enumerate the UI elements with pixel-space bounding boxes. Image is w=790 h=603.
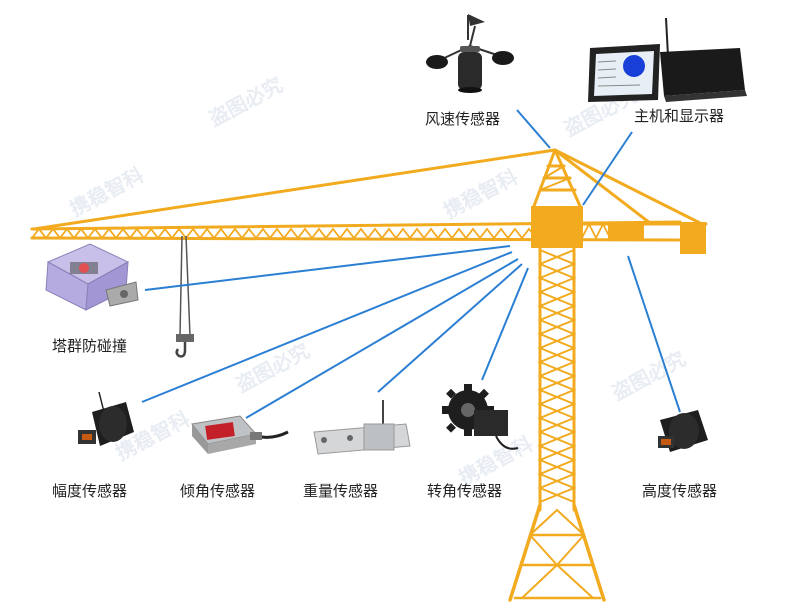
crane [30, 148, 708, 602]
link-host-display [582, 131, 633, 206]
crane-base [508, 503, 606, 602]
label-host-display: 主机和显示器 [634, 107, 725, 125]
label-weight-sensor: 重量传感器 [303, 482, 379, 500]
link-rotation [481, 267, 529, 381]
crane-jib [30, 220, 708, 242]
crane-apex [532, 148, 582, 208]
link-anti-collision [144, 245, 511, 291]
link-weight [377, 263, 523, 393]
link-tilt [245, 258, 519, 419]
sensor-link-lines [141, 109, 681, 419]
anti-collision-box-icon [45, 243, 139, 311]
link-height [627, 255, 681, 413]
label-anti-collision: 塔群防碰撞 [52, 337, 128, 355]
tilt-sensor-icon [191, 415, 289, 454]
load-pin-icon [313, 400, 411, 455]
link-wind-speed [516, 109, 551, 149]
label-rotation-sensor: 转角传感器 [427, 482, 503, 500]
crane-mast [537, 246, 577, 512]
label-tilt-sensor: 倾角传感器 [180, 482, 256, 500]
rotation-gear-icon [442, 384, 519, 450]
label-height-sensor: 高度传感器 [642, 482, 718, 500]
height-encoder-icon [658, 410, 708, 452]
display-host-icon [588, 17, 747, 102]
amplitude-encoder-icon [78, 391, 134, 446]
counterweight [680, 222, 706, 254]
crane-tie-rods [32, 148, 702, 231]
label-amplitude-sensor: 幅度传感器 [52, 482, 128, 500]
label-wind-speed-sensor: 风速传感器 [425, 110, 501, 128]
link-amplitude [141, 251, 513, 403]
hook-assembly [175, 235, 194, 358]
anemometer-icon [426, 14, 514, 93]
slewing-cab [531, 206, 583, 248]
counter-jib-machinery [608, 222, 644, 240]
